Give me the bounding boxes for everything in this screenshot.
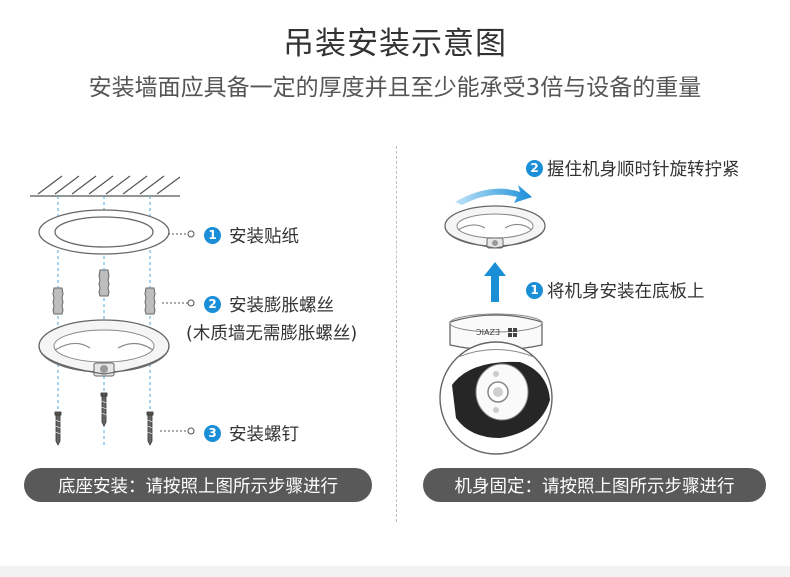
step-label: 安装贴纸 [229,227,299,247]
left-step-1: 1 安装贴纸 [204,223,299,248]
left-step-2: 2 安装膨胀螺丝 [204,292,334,317]
page-subtitle: 安装墙面应具备一定的厚度并且至少能承受3倍与设备的重量 [88,75,702,101]
step-label: 安装螺钉 [229,425,299,445]
screws [54,392,154,446]
step-label: 安装膨胀螺丝 [229,296,334,316]
ceiling-hatch [30,175,181,197]
camera-body [439,313,553,455]
left-step-2-note: (木质墙无需膨胀螺丝) [186,324,358,344]
camera-logo: ƆIAZƎ [476,328,500,337]
page-title: 吊装安装示意图 [283,26,507,62]
mount-plate [444,205,546,249]
up-arrow [484,262,506,302]
right-step-1: 1 将机身安装在底板上 [526,278,705,303]
step-number-badge: 1 [526,282,543,299]
leader-dots [187,230,195,435]
rotate-arrow [455,185,532,205]
step-number-badge: 2 [204,296,221,313]
right-caption: 机身固定：请按照上图所示步骤进行 [423,468,766,502]
step-number-badge: 2 [526,160,543,177]
expansion-anchors [52,269,156,315]
left-step-3: 3 安装螺钉 [204,421,299,446]
panel-divider [396,146,397,522]
left-caption: 底座安装：请按照上图所示步骤进行 [24,468,372,502]
leader-lines [160,233,188,432]
step-label: 将机身安装在底板上 [547,282,705,302]
step-label: 握住机身顺时针旋转拧紧 [547,160,740,180]
bottom-strip [0,566,790,577]
step-number-badge: 3 [204,425,221,442]
sticker-ring [38,209,170,255]
right-step-2: 2 握住机身顺时针旋转拧紧 [526,156,740,181]
step-number-badge: 1 [204,227,221,244]
base-plate [38,319,170,377]
brand-icon [508,328,517,337]
